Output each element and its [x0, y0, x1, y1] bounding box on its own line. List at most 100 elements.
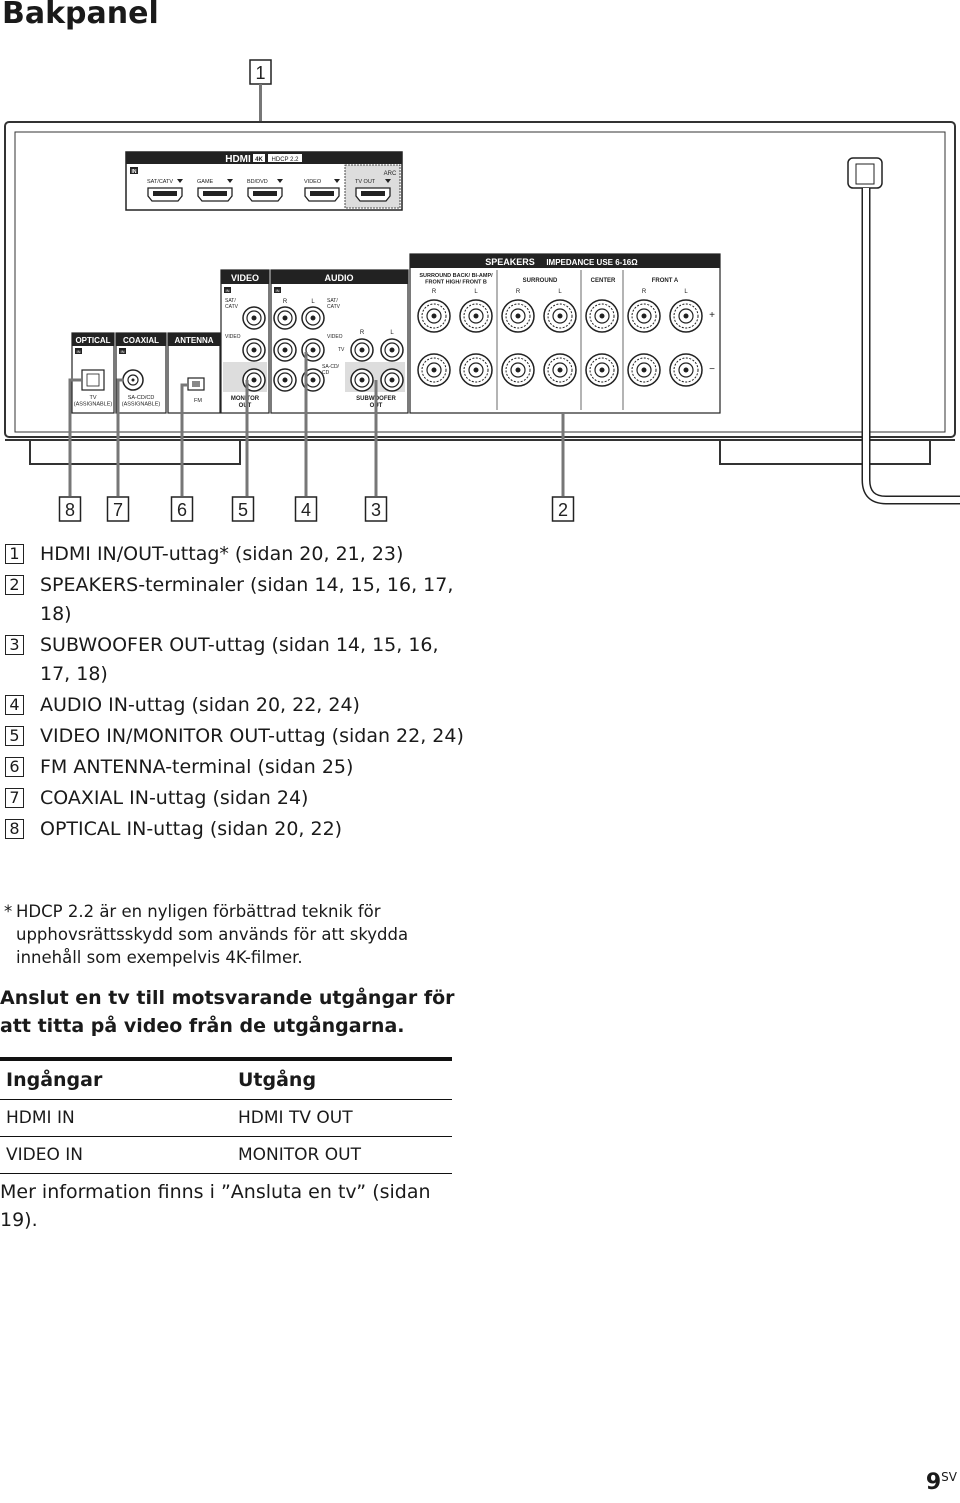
speaker-terminal [669, 299, 703, 333]
svg-text:SAT/CATV: SAT/CATV [225, 298, 239, 310]
svg-text:SA-CD/CD(ASSIGNABLE): SA-CD/CD(ASSIGNABLE) [122, 395, 161, 407]
svg-text:IN: IN [121, 349, 125, 354]
svg-text:SURROUND: SURROUND [523, 278, 558, 284]
item-number-box: 2 [5, 575, 24, 595]
svg-text:IN: IN [132, 169, 137, 175]
callout-label: 7 [113, 500, 123, 520]
hdmi-port-label: BD/DVD [247, 179, 268, 185]
svg-text:L: L [684, 289, 688, 295]
item-text: VIDEO IN/MONITOR OUT-uttag (sidan 22, 24… [40, 725, 464, 747]
antenna-panel: ANTENNA FM [167, 332, 221, 414]
item-text: COAXIAL IN-uttag (sidan 24) [40, 787, 309, 809]
hdmi-port: TV OUT [355, 179, 391, 202]
svg-text:−: − [709, 364, 715, 375]
callout-4: 4 [294, 496, 318, 522]
svg-text:VIDEO: VIDEO [225, 334, 241, 340]
hdmi-hdcp-badge: HDCP 2.2 [272, 157, 300, 163]
power-cord [847, 157, 960, 505]
svg-text:IN: IN [226, 288, 230, 293]
coaxial-panel: COAXIAL IN SA-CD/CD(ASSIGNABLE) [115, 332, 167, 414]
hdmi-port-label: SAT/CATV [147, 179, 173, 185]
rca-jack [380, 368, 404, 392]
svg-text:SPEAKERS: SPEAKERS [485, 257, 535, 267]
svg-text:IN: IN [77, 349, 81, 354]
bottom-callouts: 8 7 6 5 4 3 2 [58, 496, 575, 522]
callout-label: 3 [371, 500, 381, 520]
item-number-box: 7 [5, 788, 24, 808]
svg-text:AUDIO: AUDIO [325, 273, 354, 283]
footnote-text: HDCP 2.2 är en nyligen förbättrad teknik… [16, 902, 409, 967]
svg-text:IN: IN [276, 288, 280, 293]
item-number-box: 6 [5, 757, 24, 777]
optical-port-label: TV(ASSIGNABLE) [74, 395, 113, 407]
page-title: Bakpanel [2, 0, 159, 31]
svg-text:R: R [642, 289, 647, 295]
svg-text:FRONT A: FRONT A [652, 278, 679, 284]
speaker-terminal [585, 353, 619, 387]
hdmi-port-label: GAME [197, 179, 214, 185]
rca-jacks [242, 306, 404, 392]
callout-leaders [68, 352, 565, 496]
speaker-terminal [459, 353, 493, 387]
svg-text:FM: FM [194, 398, 202, 404]
hdmi-port: VIDEO [304, 179, 340, 202]
svg-text:SAT/CATV: SAT/CATV [327, 298, 341, 310]
table-header-row: Ingångar Utgång [0, 1057, 452, 1100]
rca-jack [380, 338, 404, 362]
svg-text:VIDEO: VIDEO [327, 334, 343, 340]
page-number: 9SV [925, 1470, 957, 1495]
svg-text:IMPEDANCE USE 6-16Ω: IMPEDANCE USE 6-16Ω [546, 258, 638, 267]
callout-3: 3 [364, 496, 388, 522]
callout-label: 5 [238, 500, 248, 520]
list-item: 6 FM ANTENNA-terminal (sidan 25) [0, 753, 470, 782]
table-cell: HDMI TV OUT [232, 1099, 452, 1137]
svg-text:L: L [311, 299, 315, 305]
table-row: VIDEO IN MONITOR OUT [0, 1136, 452, 1174]
list-item: 2 SPEAKERS-terminaler (sidan 14, 15, 16, … [0, 571, 470, 629]
speaker-terminal [417, 353, 451, 387]
rca-jack [301, 306, 325, 330]
speaker-terminal [417, 299, 451, 333]
table-header: Utgång [232, 1057, 452, 1100]
svg-text:CENTER: CENTER [591, 278, 616, 284]
item-text: FM ANTENNA-terminal (sidan 25) [40, 756, 354, 778]
callout-label: 6 [177, 500, 187, 520]
svg-text:VIDEO: VIDEO [231, 273, 259, 283]
rca-jack [350, 368, 374, 392]
svg-text:R: R [516, 289, 521, 295]
speaker-terminal [627, 353, 661, 387]
hdmi-4k-badge: 4K [255, 157, 263, 163]
hdmi-port-label: TV OUT [355, 179, 376, 185]
callout-7: 7 [106, 496, 130, 522]
item-number-box: 5 [5, 726, 24, 746]
list-item: 3 SUBWOOFER OUT-uttag (sidan 14, 15, 16, … [0, 631, 470, 689]
callout-label: 8 [65, 500, 75, 520]
table-header: Ingångar [0, 1057, 232, 1100]
rca-jack [242, 338, 266, 362]
svg-text:OPTICAL: OPTICAL [75, 336, 110, 345]
item-number-box: 1 [5, 544, 24, 564]
item-text: SUBWOOFER OUT-uttag (sidan 14, 15, 16, 1… [40, 634, 439, 685]
callout-6: 6 [170, 496, 194, 522]
svg-text:ANTENNA: ANTENNA [174, 336, 213, 345]
speaker-terminal [585, 299, 619, 333]
item-text: SPEAKERS-terminaler (sidan 14, 15, 16, 1… [40, 574, 454, 625]
hdmi-port: SAT/CATV [147, 179, 183, 202]
svg-text:+: + [709, 310, 715, 321]
speaker-terminal [669, 353, 703, 387]
svg-text:SA-CD/CD: SA-CD/CD [322, 364, 340, 376]
rca-jack [273, 338, 297, 362]
footnote: * HDCP 2.2 är en nyligen förbättrad tekn… [0, 900, 450, 969]
callout-2: 2 [551, 496, 575, 522]
svg-text:SURROUND BACK/ BI-AMP/FRONT HI: SURROUND BACK/ BI-AMP/FRONT HIGH/ FRONT … [419, 273, 493, 285]
hdmi-header: HDMI [225, 154, 251, 165]
hdmi-port-label: VIDEO [304, 179, 322, 185]
table-cell: VIDEO IN [0, 1136, 232, 1174]
speaker-terminal [501, 299, 535, 333]
item-number-box: 3 [5, 635, 24, 655]
callout-8: 8 [58, 496, 82, 522]
speaker-terminal [501, 353, 535, 387]
